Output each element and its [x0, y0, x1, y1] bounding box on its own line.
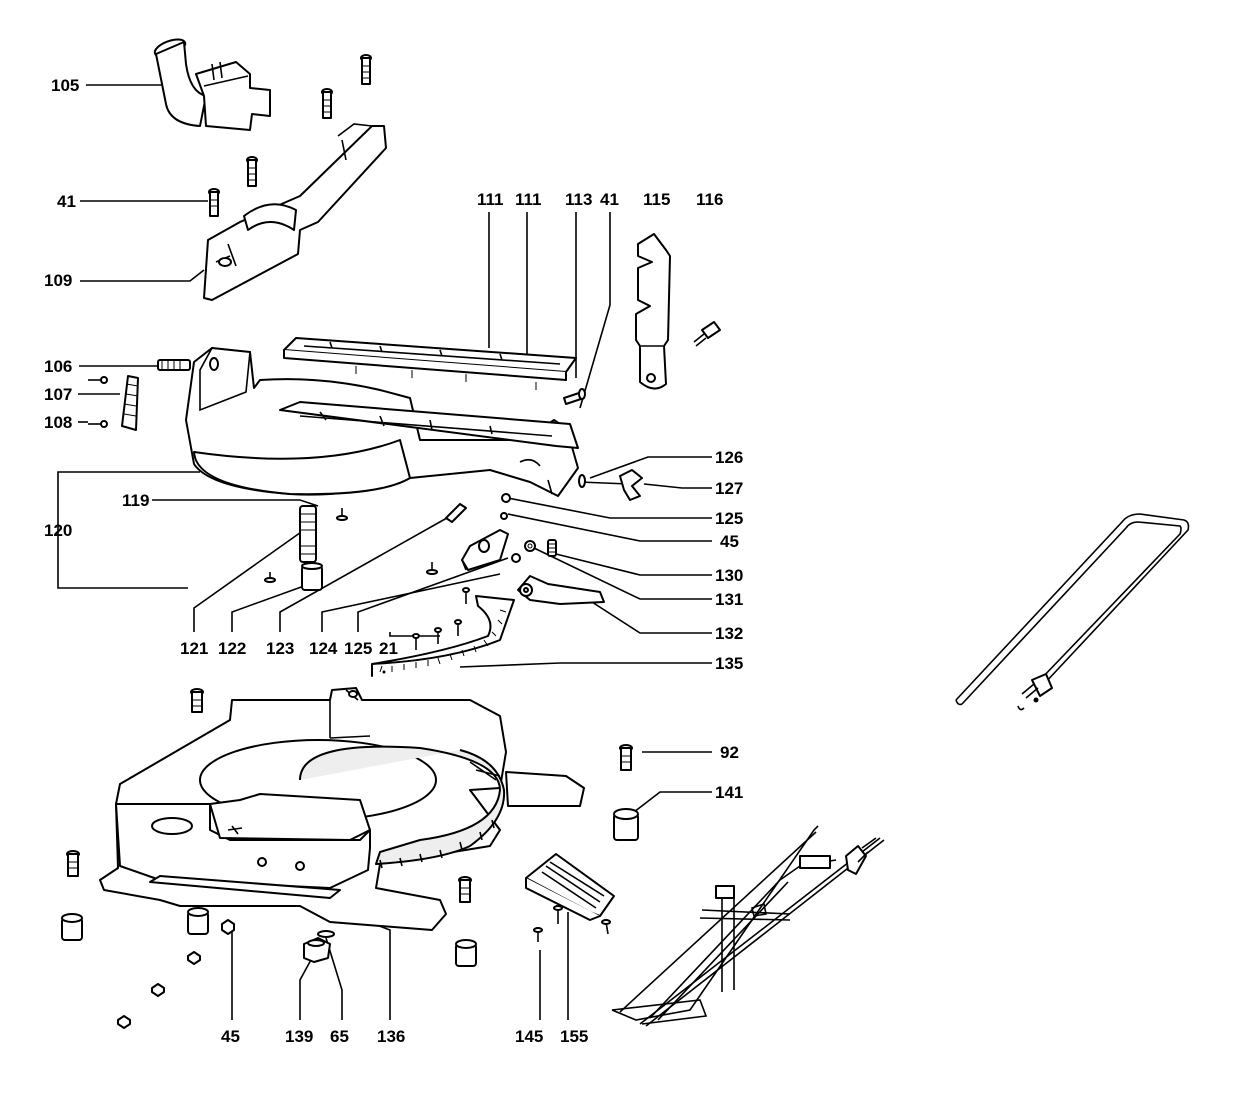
label-125-bottom: 125 [344, 639, 372, 658]
screw-21-a [462, 587, 470, 604]
scale-135 [371, 595, 515, 677]
label-41-right: 41 [600, 190, 619, 209]
label-116: 116 [696, 190, 723, 209]
bolt-41-top-c [246, 156, 258, 187]
post-121 [299, 505, 317, 563]
label-108: 108 [44, 413, 72, 432]
label-111-a: 111 [477, 190, 504, 209]
feet-and-nuts [61, 808, 639, 1029]
label-135: 135 [715, 654, 743, 673]
nut-45-d [117, 1015, 131, 1029]
small-hardware [500, 493, 557, 563]
label-141: 141 [715, 783, 743, 802]
label-131: 131 [715, 590, 743, 609]
label-106: 106 [44, 357, 72, 376]
label-123: 123 [266, 639, 294, 658]
bolt-92 [619, 744, 633, 771]
nut-45-b [187, 951, 201, 965]
label-120: 120 [44, 521, 72, 540]
foot-139 [303, 937, 331, 963]
screw-21-c [434, 627, 442, 644]
leader-lines [57, 84, 712, 1020]
bolts [66, 54, 633, 903]
foot-right [455, 939, 477, 967]
plunger-106 [157, 359, 191, 371]
label-115: 115 [643, 190, 670, 209]
label-155: 155 [560, 1027, 588, 1046]
screw-21-d [412, 633, 420, 650]
label-126: 126 [715, 448, 743, 467]
bolt-41-left [208, 188, 220, 217]
knob-127 [578, 469, 643, 501]
base-136 [99, 687, 585, 931]
label-121: 121 [180, 639, 208, 658]
foot-center-left [187, 907, 209, 935]
label-92: 92 [720, 743, 739, 762]
screw-21-b [454, 619, 462, 636]
bolt-41-top-b [321, 88, 333, 119]
label-122: 122 [218, 639, 246, 658]
bolt-base-b [66, 850, 80, 877]
label-124: 124 [309, 639, 338, 658]
label-65: 65 [330, 1027, 349, 1046]
turntable-arm [185, 347, 579, 497]
label-45-bottom: 45 [221, 1027, 240, 1046]
label-139: 139 [285, 1027, 313, 1046]
foot-141 [613, 808, 639, 841]
pin-123 [445, 503, 467, 523]
label-119: 119 [122, 491, 149, 510]
label-113: 113 [565, 190, 592, 209]
callout-labels: 105 41 109 111 111 113 41 115 116 106 10… [44, 76, 743, 1046]
sleeve-122 [301, 562, 323, 591]
label-132: 132 [715, 624, 743, 643]
label-136: 136 [377, 1027, 405, 1046]
label-105: 105 [51, 76, 79, 95]
fence-rails [283, 337, 577, 390]
label-41: 41 [57, 192, 76, 211]
washer-65 [317, 930, 335, 938]
label-21: 21 [379, 639, 398, 658]
screws-107-108 [88, 376, 108, 428]
label-111-b: 111 [515, 190, 542, 209]
nut-45-a [221, 919, 235, 935]
foot-left [61, 913, 83, 941]
label-45: 45 [720, 532, 739, 551]
dust-chute [153, 38, 271, 131]
bolt-41-right [563, 388, 586, 405]
label-145: 145 [515, 1027, 543, 1046]
label-125: 125 [715, 509, 743, 528]
clamp-155 [525, 853, 615, 942]
bolt-base-c [458, 876, 472, 903]
label-109: 109 [44, 271, 72, 290]
bracket-124 [461, 529, 509, 571]
extension-rod [955, 513, 1190, 711]
nut-45-c [151, 983, 165, 997]
upper-fence [203, 123, 387, 301]
bolt-base-a [190, 688, 204, 713]
bolt-41-top-a [360, 54, 372, 85]
thumbscrew-116 [693, 321, 721, 347]
small-bolts-119 [264, 508, 438, 583]
lever-132 [517, 575, 605, 605]
label-107: 107 [44, 385, 72, 404]
bracket-115 [635, 233, 671, 390]
extension-support [611, 825, 885, 1027]
label-127: 127 [715, 479, 743, 498]
label-130: 130 [715, 566, 743, 585]
clip-107 [121, 375, 139, 431]
